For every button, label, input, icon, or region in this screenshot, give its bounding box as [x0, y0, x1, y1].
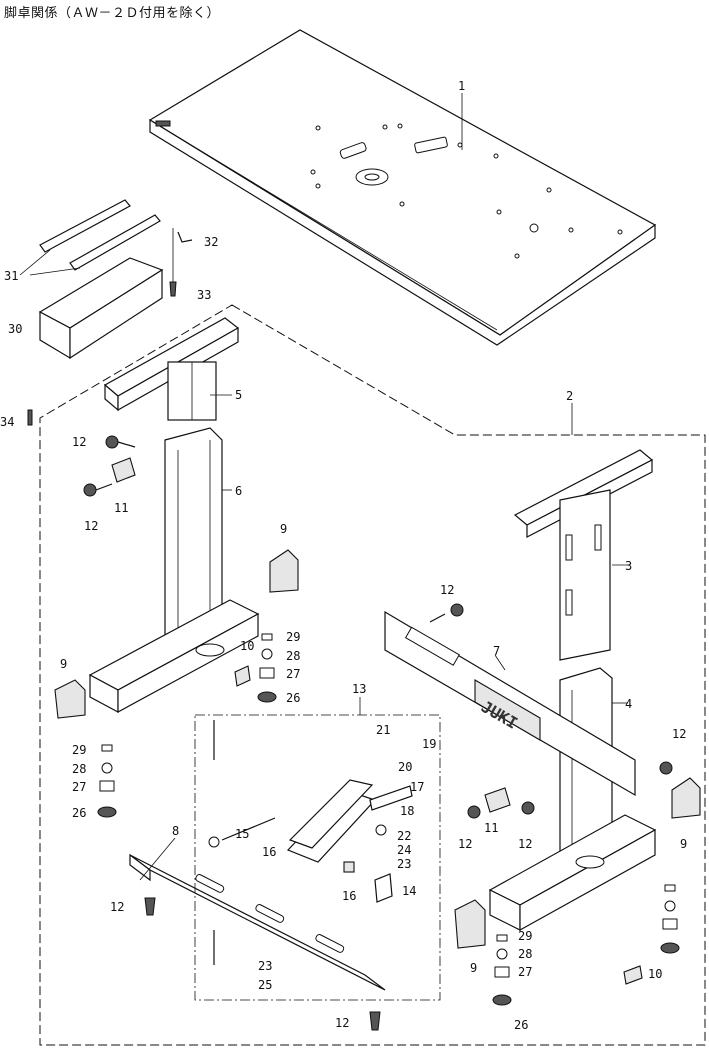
callout-26-a: 26	[286, 691, 300, 705]
callout-14: 14	[402, 884, 416, 898]
callout-26-b: 26	[72, 806, 86, 820]
hardware	[27, 409, 680, 1031]
page-title: 脚卓関係（ＡＷ－２Ｄ付用を除く）	[4, 6, 221, 21]
callout-9-c: 9	[680, 837, 687, 851]
pedal-subassembly	[194, 714, 441, 1001]
callout-12-f: 12	[518, 837, 532, 851]
left-top-bracket	[103, 317, 240, 421]
callout-29-a: 29	[286, 630, 300, 644]
callout-11-b: 11	[484, 821, 498, 835]
callout-9-b: 9	[60, 657, 67, 671]
callout-7: 7	[493, 644, 500, 658]
callout-29-c: 29	[518, 929, 532, 943]
callout-1: 1	[458, 79, 465, 93]
callout-12-a: 12	[72, 435, 86, 449]
callout-15: 15	[235, 827, 249, 841]
callout-12-b: 12	[84, 519, 98, 533]
callout-29-b: 29	[72, 743, 86, 757]
drawer	[38, 257, 164, 360]
callout-16-a: 16	[262, 845, 276, 859]
callout-12-c: 12	[440, 583, 454, 597]
callout-27-a: 27	[286, 667, 300, 681]
callout-2: 2	[566, 389, 573, 403]
callout-28-a: 28	[286, 649, 300, 663]
pedal-plate	[129, 853, 386, 991]
callout-12-e: 12	[458, 837, 472, 851]
feet	[54, 549, 701, 949]
callout-33: 33	[197, 288, 211, 302]
callout-8: 8	[172, 824, 179, 838]
callout-12-d: 12	[672, 727, 686, 741]
callout-27-c: 27	[518, 965, 532, 979]
callout-28-c: 28	[518, 947, 532, 961]
callout-34: 34	[0, 415, 14, 429]
callout-labels: 1 2 3 4 5 6 7 8 9 9 9 9 10 10 11 11 12 1…	[0, 79, 687, 1032]
callout-32: 32	[204, 235, 218, 249]
right-column	[488, 667, 657, 932]
callout-9-d: 9	[470, 961, 477, 975]
callout-11-a: 11	[114, 501, 128, 515]
callout-23-a: 23	[397, 857, 411, 871]
cross-beam	[384, 610, 636, 797]
stand-assembly-boundary	[39, 304, 706, 1046]
callout-17: 17	[410, 780, 424, 794]
callout-10-a: 10	[240, 639, 254, 653]
callout-9-a: 9	[280, 522, 287, 536]
callout-22: 22	[397, 829, 411, 843]
callout-5: 5	[235, 388, 242, 402]
table-top	[148, 29, 657, 346]
callout-4: 4	[625, 697, 632, 711]
callout-25: 25	[258, 978, 272, 992]
callout-3: 3	[625, 559, 632, 573]
leader-lines	[139, 394, 630, 881]
callout-28-b: 28	[72, 762, 86, 776]
callout-24: 24	[397, 843, 411, 857]
callout-12-h: 12	[335, 1016, 349, 1030]
drawer-rails	[19, 199, 193, 297]
callout-18: 18	[400, 804, 414, 818]
callout-16-b: 16	[342, 889, 356, 903]
right-top-bracket	[513, 449, 654, 661]
callout-23-b: 23	[258, 959, 272, 973]
callout-21: 21	[376, 723, 390, 737]
callout-31: 31	[4, 269, 18, 283]
callout-30: 30	[8, 322, 22, 336]
callout-19: 19	[422, 737, 436, 751]
callout-6: 6	[235, 484, 242, 498]
left-column	[88, 427, 260, 714]
callout-13: 13	[352, 682, 366, 696]
callout-12-g: 12	[110, 900, 124, 914]
callout-20: 20	[398, 760, 412, 774]
callout-10-b: 10	[648, 967, 662, 981]
callout-26-c: 26	[514, 1018, 528, 1032]
callout-27-b: 27	[72, 780, 86, 794]
